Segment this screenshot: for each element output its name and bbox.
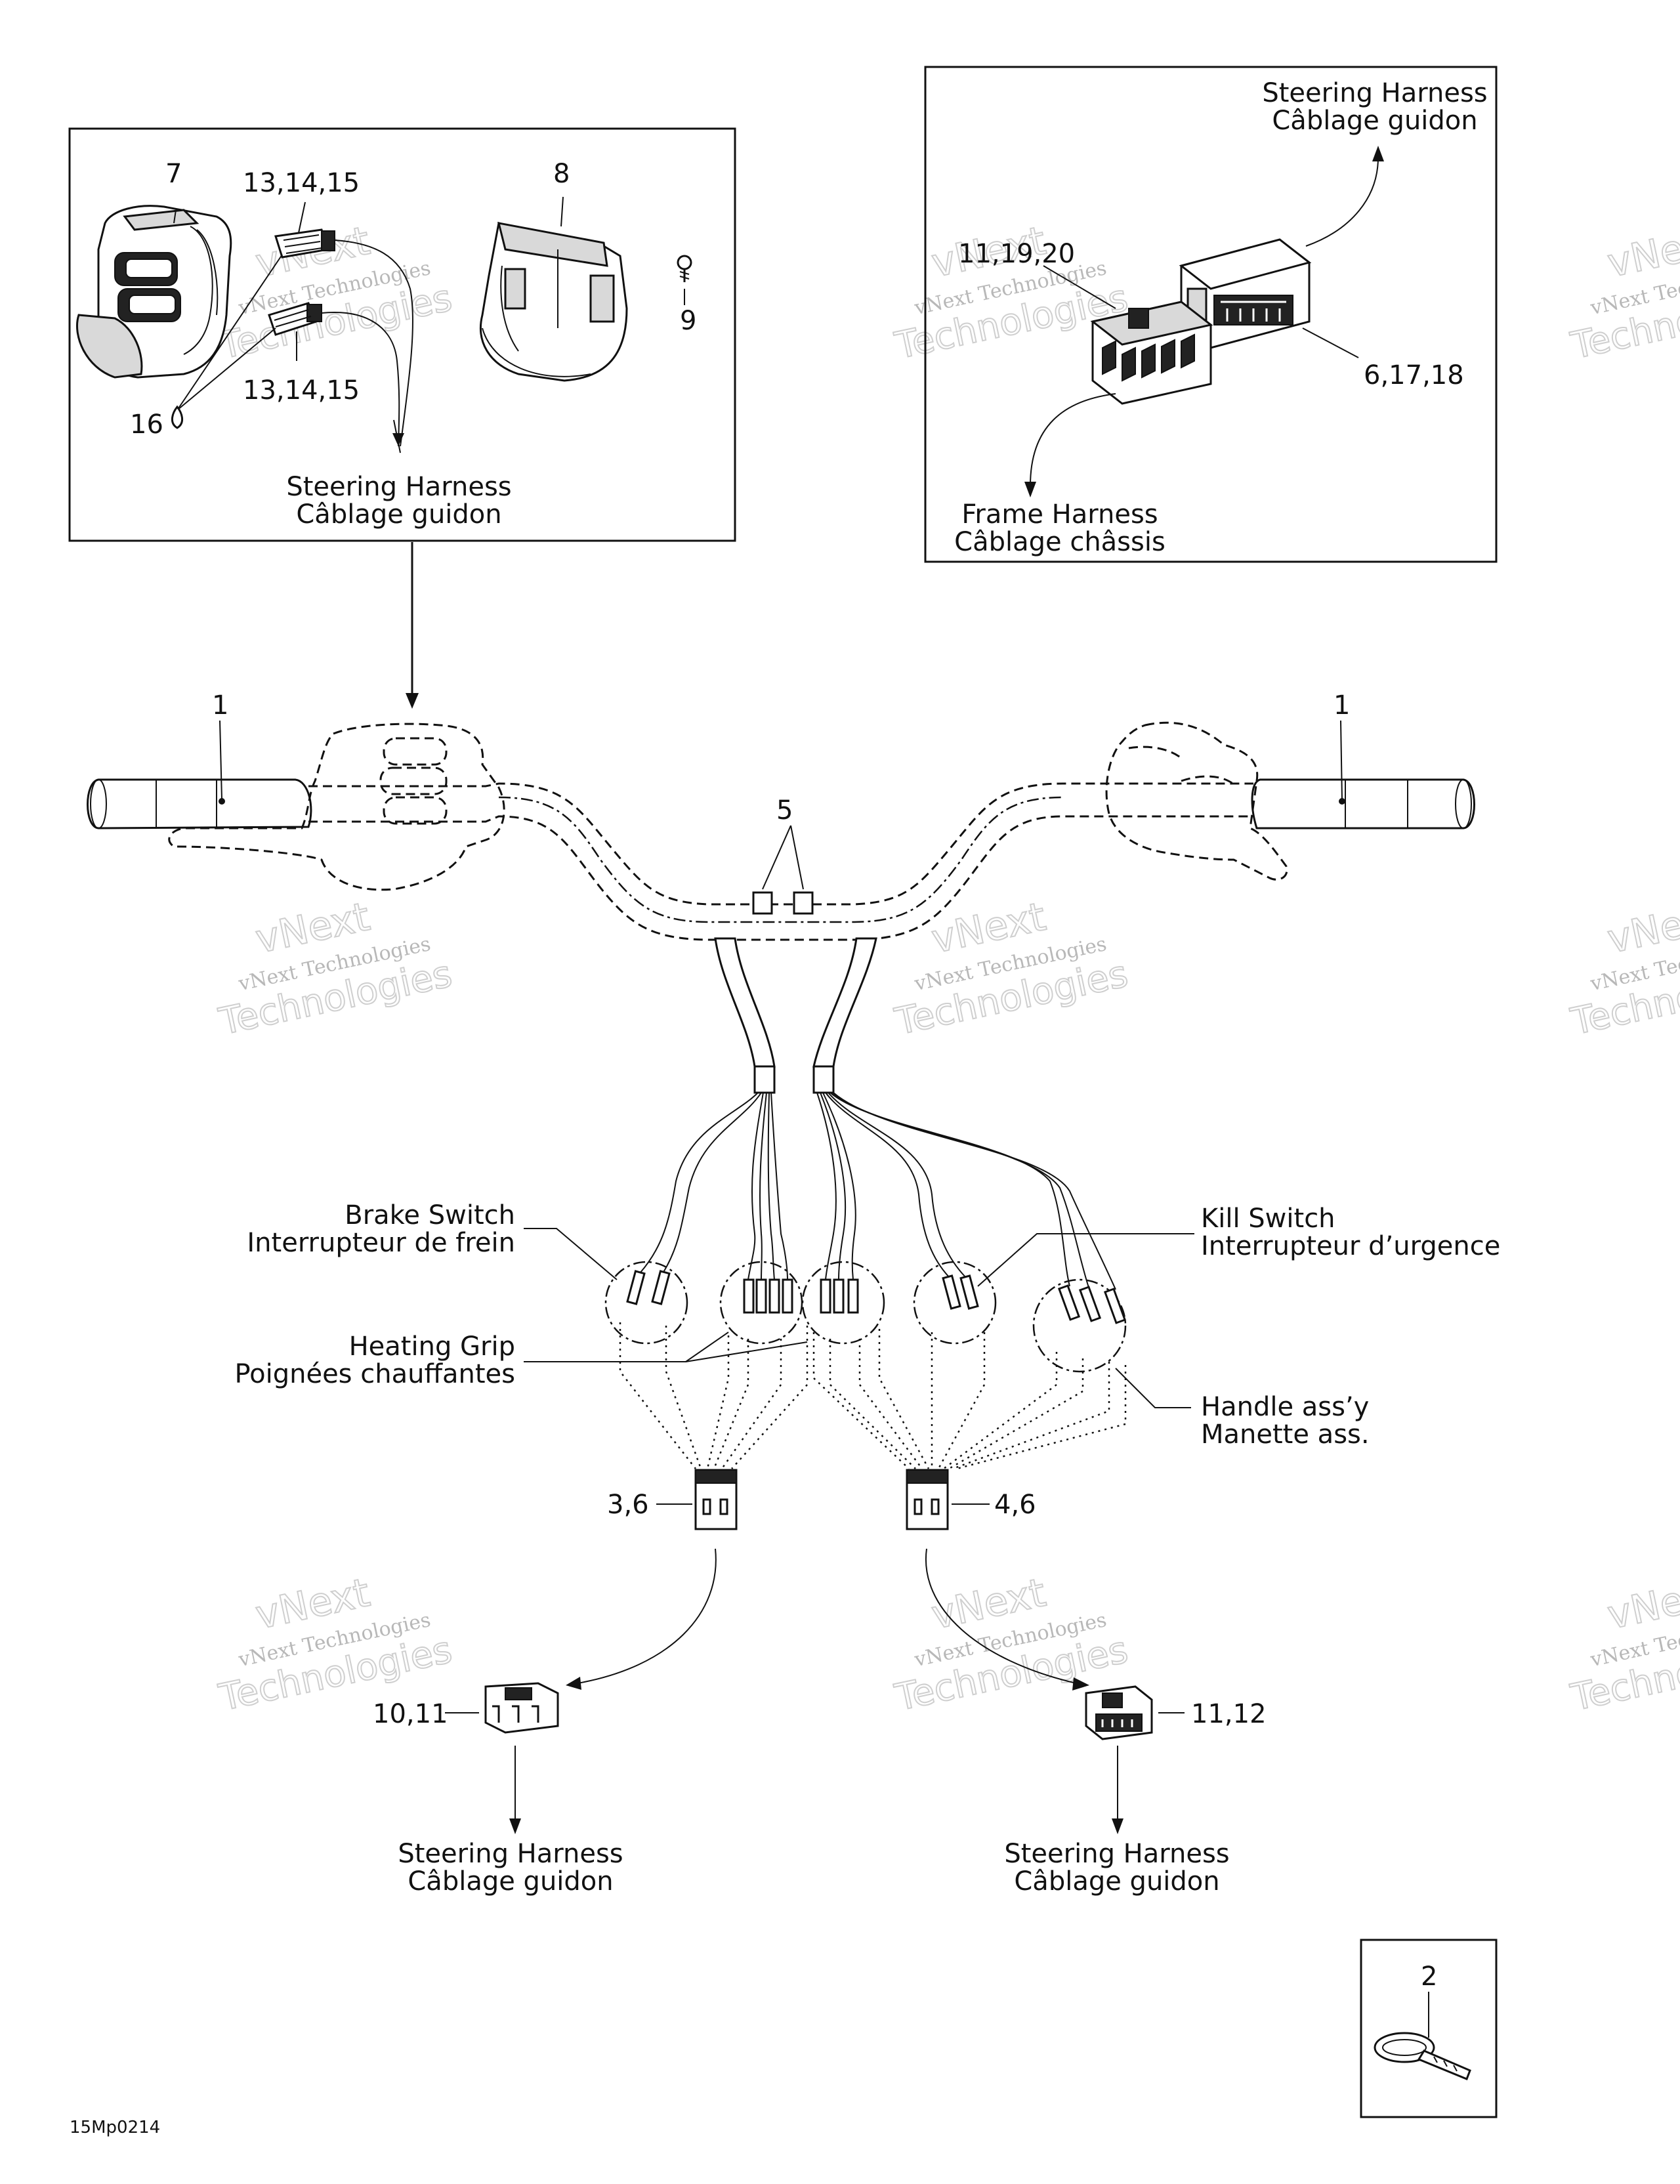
callout-9: 9 (680, 306, 696, 336)
connector-3-6 (694, 1469, 738, 1530)
arrow-head (1024, 482, 1036, 497)
watermark: vNext vNext Technologies Technologies (215, 893, 456, 1044)
callout-1-left: 1 (212, 690, 228, 721)
wire (1305, 157, 1379, 247)
connector-4-6 (906, 1469, 949, 1530)
terminal-group-handle-assy (1032, 1278, 1127, 1373)
callout-1-right: 1 (1334, 690, 1350, 721)
callout-13-14-15-lower: 13,14,15 (243, 375, 360, 406)
steering-harness-label-en: Steering Harness (398, 1839, 623, 1869)
throttle-housing-illustration (75, 205, 232, 379)
svg-text:vNext: vNext (1604, 218, 1680, 287)
terminal-group-heating-grip-right (801, 1261, 885, 1345)
steering-harness-label-en: Steering Harness (1004, 1839, 1229, 1869)
callout-6-17-18: 6,17,18 (1364, 360, 1464, 390)
wire (334, 240, 413, 447)
connector-11-19-20-illustration (1090, 301, 1213, 405)
left-grip (87, 778, 312, 830)
detail-box-left: 7 13,14,15 8 9 13,14,15 16 Steering Harn… (68, 127, 736, 542)
svg-text:vNext: vNext (1604, 894, 1680, 963)
figure-code: 15Mp0214 (70, 2118, 160, 2137)
frame-harness-label-en: Frame Harness (961, 499, 1158, 530)
cable-tie-box: 2 (1360, 1939, 1498, 2118)
handlebar-illustration (87, 721, 1475, 941)
watermark: vNext vNext Technologies Technologies (891, 893, 1132, 1044)
watermark: vNext vNext Technologies Technologies (215, 217, 456, 368)
steering-harness-label-en: Steering Harness (286, 472, 511, 502)
watermark: vNext vNext Technologies Technologies (1566, 217, 1680, 368)
callout-2: 2 (1421, 1962, 1437, 1992)
harness-illustration (445, 937, 1185, 1834)
connector-11-12 (1085, 1685, 1153, 1740)
watermark: vNext vNext Technologies Technologies (1566, 1569, 1680, 1720)
frame-harness-label-fr: Câblage châssis (954, 527, 1166, 557)
kill-switch-label-fr: Interrupteur d’urgence (1201, 1231, 1500, 1261)
detail-box-left-frame (68, 127, 736, 542)
arrow-head (1372, 146, 1384, 161)
steering-harness-label-fr: Câblage guidon (1272, 106, 1477, 136)
callout-11-19-20: 11,19,20 (958, 239, 1075, 269)
callout-3-6: 3,6 (607, 1490, 649, 1520)
callout-5: 5 (776, 795, 793, 826)
right-grip (1251, 778, 1475, 830)
cable-tie-illustration (1374, 2032, 1471, 2080)
detail-box-right-frame (924, 66, 1498, 563)
watermark: vNext vNext Technologies Technologies (1566, 893, 1680, 1044)
callout-13-14-15-upper: 13,14,15 (243, 168, 360, 198)
grease-drop-icon (171, 405, 183, 429)
callout-11-12: 11,12 (1191, 1699, 1267, 1729)
heating-grip-label-fr: Poignées chauffantes (234, 1359, 515, 1389)
clip (793, 891, 814, 915)
callout-4-6: 4,6 (994, 1490, 1036, 1520)
svg-text:vNext: vNext (1604, 1570, 1680, 1639)
switch-housing-illustration (479, 222, 628, 382)
wire (1030, 393, 1116, 486)
wire (321, 312, 400, 447)
callout-16: 16 (130, 410, 163, 440)
brake-switch-label-fr: Interrupteur de frein (247, 1228, 515, 1258)
connector-10-11 (484, 1682, 559, 1734)
kill-switch-label-en: Kill Switch (1201, 1204, 1335, 1234)
terminal-group-brake-switch (604, 1261, 688, 1345)
arrow-head (406, 693, 419, 709)
screw-illustration (677, 255, 692, 282)
terminal-group-kill-switch (913, 1261, 997, 1345)
watermark: vNext vNext Technologies Technologies (215, 1569, 456, 1720)
callout-10-11: 10,11 (373, 1699, 448, 1729)
detail-box-right: Steering Harness Câblage guidon 6,17,18 … (924, 66, 1498, 563)
handle-assy-label-en: Handle ass’y (1201, 1392, 1369, 1422)
steering-harness-label-fr: Câblage guidon (1014, 1866, 1219, 1897)
steering-harness-label-en: Steering Harness (1262, 78, 1487, 108)
callout-7: 7 (165, 159, 182, 189)
connector-13-14-15-upper (274, 228, 335, 259)
brake-switch-label-en: Brake Switch (345, 1200, 515, 1230)
callout-8: 8 (553, 159, 570, 189)
handle-assy-label-fr: Manette ass. (1201, 1419, 1370, 1450)
connector-13-14-15-lower (268, 302, 322, 336)
heating-grip-label-en: Heating Grip (349, 1332, 515, 1362)
steering-harness-label-fr: Câblage guidon (296, 499, 501, 530)
clip (752, 891, 773, 915)
steering-harness-label-fr: Câblage guidon (408, 1866, 613, 1897)
